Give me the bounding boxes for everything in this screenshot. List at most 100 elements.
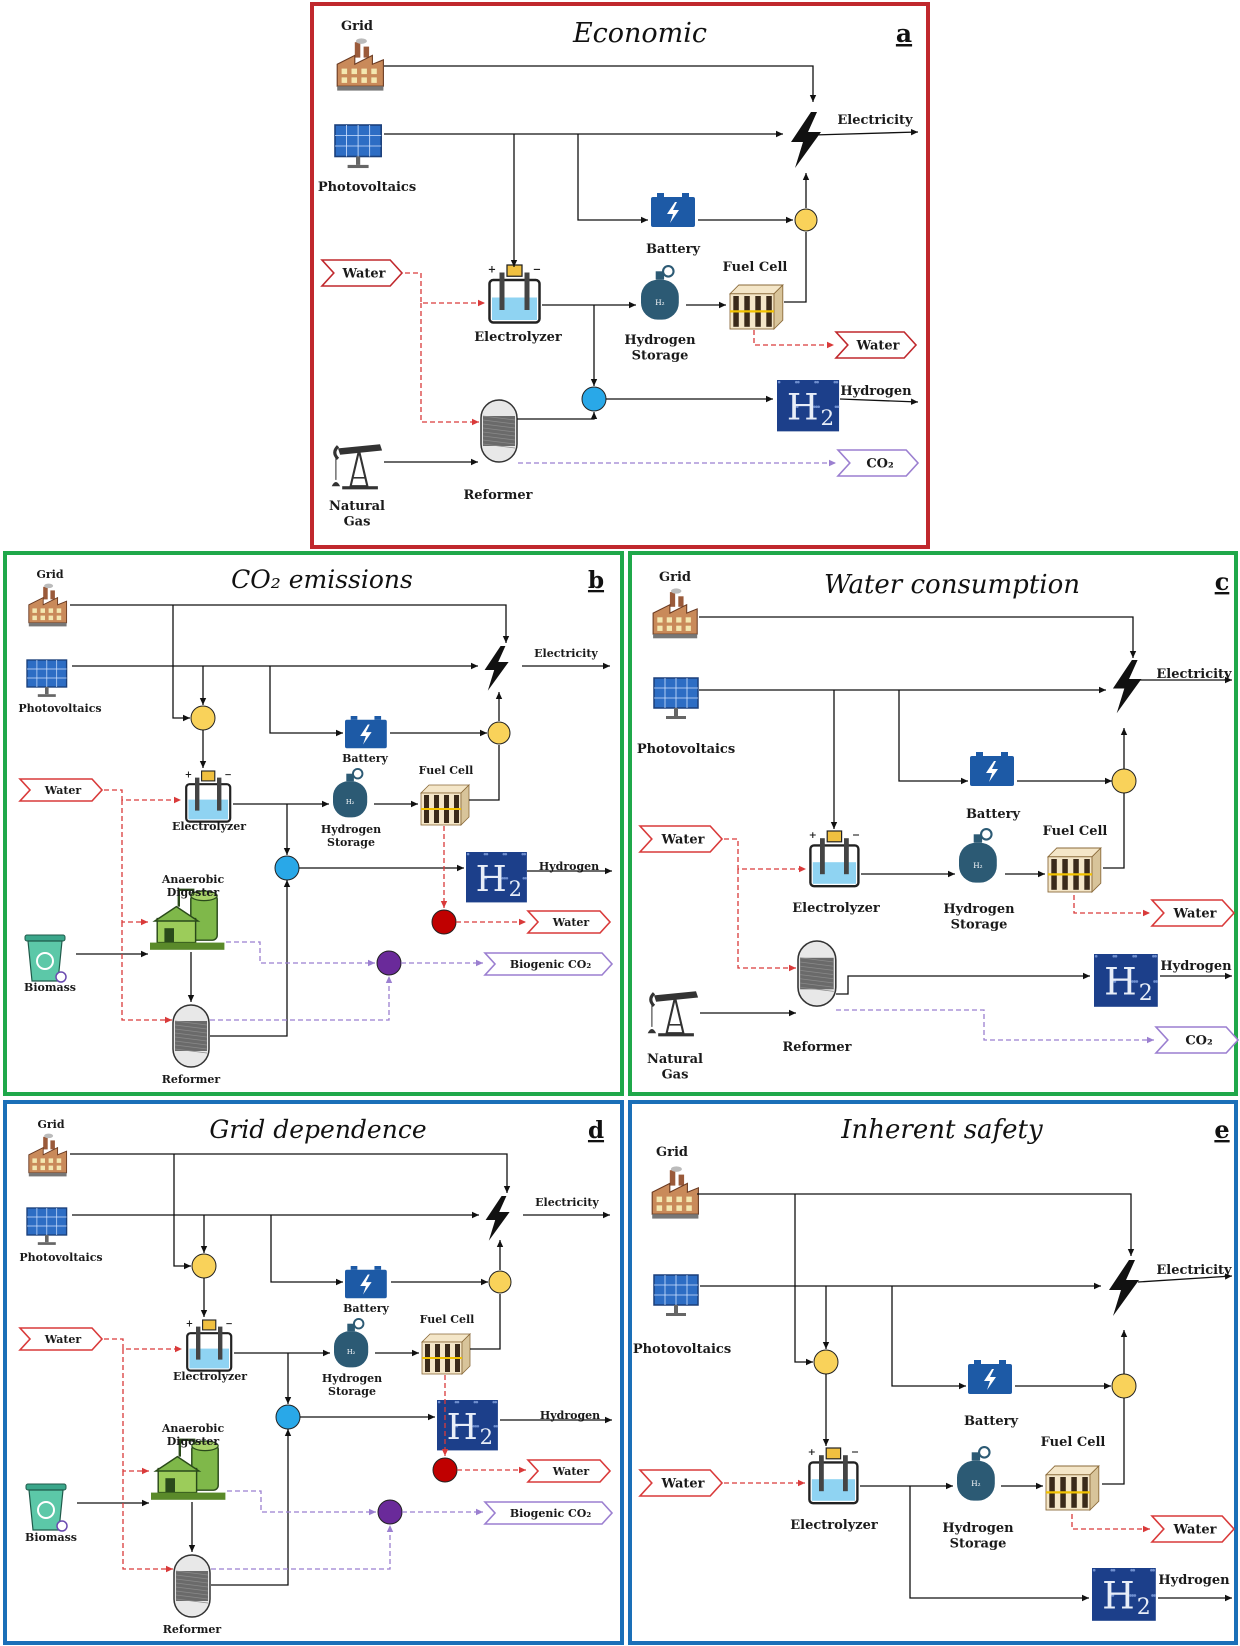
fuelcell-to-node [1102, 1398, 1125, 1485]
storage-label: Storage [327, 836, 375, 849]
battery-label: Battery [343, 1302, 389, 1315]
storage-label: Storage [951, 918, 1008, 933]
water-out-tag-label: Water [1172, 1523, 1216, 1538]
reformer-label: Reformer [162, 1073, 221, 1086]
grid-to-electricity [699, 616, 1137, 658]
h2-tile-text: H [447, 1407, 478, 1448]
solar-panel-icon [26, 1207, 68, 1245]
fuelcell-water-out [1071, 1514, 1150, 1533]
natgas-label: Gas [662, 1068, 689, 1083]
water-to-reformer [122, 1471, 173, 1573]
lightning-icon [485, 1196, 510, 1241]
water-in-tag-label: Water [341, 267, 385, 282]
panel-title: Economic [572, 18, 707, 49]
reformer-icon [172, 1004, 210, 1068]
water-out-tag: Water [1150, 899, 1236, 927]
panel-title: CO₂ emissions [231, 565, 413, 594]
grid-to-junction [173, 1154, 191, 1270]
minus-sign: − [851, 1447, 859, 1458]
hydrogen-label: Hydrogen [1160, 959, 1232, 974]
co2-tag-label: CO₂ [1185, 1034, 1212, 1049]
pv-to-battery [269, 666, 343, 737]
panel-title: Inherent safety [840, 1115, 1043, 1145]
grid-label: Grid [37, 1118, 64, 1131]
junction-yellow-elec [1111, 1373, 1137, 1399]
digester-label: Anaerobic [161, 873, 225, 886]
battery-icon [345, 1266, 387, 1299]
pv-to-battery [577, 134, 648, 224]
storage-label: Hydrogen [624, 333, 696, 348]
hydrogen-out [839, 398, 919, 405]
fuelcell-to-junction [784, 232, 807, 303]
lightning-icon [791, 112, 821, 168]
biogenic-co2-tag-label: Biogenic CO₂ [510, 958, 592, 971]
electrolyzer-label: Electrolyzer [790, 1518, 878, 1533]
water-out-tag-label: Water [855, 339, 899, 354]
fuelcell-water-out [753, 330, 834, 349]
fuelcell-label: Fuel Cell [1043, 824, 1108, 839]
h2-tile-sub: 2 [1139, 981, 1153, 1006]
pumpjack-icon [331, 444, 383, 490]
water-in-tag-label: Water [44, 784, 82, 797]
electrolyzer-label: Electrolyzer [173, 1370, 247, 1383]
hydrogen-label: Hydrogen [539, 860, 599, 873]
junction-yellow-elec [488, 1270, 512, 1294]
digester-label: Digester [167, 886, 220, 899]
storage-label: Hydrogen [942, 1521, 1014, 1536]
reformer-to-hydrogen [836, 972, 1090, 995]
grid-label: Grid [656, 1145, 688, 1160]
panel-border [310, 2, 930, 549]
junction-blue [274, 855, 300, 881]
biogenic-co2-tag: Biogenic CO₂ [483, 952, 614, 976]
panel-letter: d [588, 1117, 604, 1144]
reformer-to-node [211, 1429, 292, 1586]
storage-label: Storage [328, 1385, 376, 1398]
battery-icon [651, 193, 695, 227]
water-to-reformer [737, 869, 796, 972]
panel-letter: e [1214, 1115, 1229, 1144]
storage-label: Storage [950, 1537, 1007, 1552]
factory-icon [28, 1133, 68, 1177]
fuel-cell-icon [728, 283, 784, 331]
battery-icon [970, 752, 1014, 786]
tank-h2-text: H₂ [347, 1348, 356, 1356]
plus-sign: + [808, 1447, 816, 1458]
biomass-label: Biomass [24, 981, 76, 994]
reformer-icon [480, 399, 518, 463]
minus-sign: − [852, 830, 860, 841]
hydrogen-label: Hydrogen [840, 384, 912, 399]
junction-yellow [794, 208, 818, 232]
hydrogen-tank-icon: H₂ [333, 768, 368, 818]
factory-icon [28, 583, 68, 627]
h2-tile-sub: 2 [820, 406, 834, 431]
natgas-label: Natural [647, 1052, 703, 1067]
junction-purple [377, 1499, 403, 1525]
panel-border [628, 551, 1238, 1096]
water-in-tag-label: Water [660, 833, 704, 848]
h2-tile-sub: 2 [480, 1425, 493, 1449]
water-in-tag-label: Water [660, 1477, 704, 1492]
battery-icon [345, 716, 387, 749]
fuelcell-label: Fuel Cell [419, 764, 474, 777]
panel-title: Grid dependence [209, 1115, 426, 1144]
water-in-tag-label: Water [44, 1333, 82, 1346]
biomass-bin-icon [25, 1483, 68, 1532]
fuelcell-to-node [470, 1294, 501, 1350]
minus-sign: − [533, 265, 541, 276]
electrolyzer-icon: +− [488, 264, 541, 324]
water-to-digester [122, 1349, 149, 1475]
solar-panel-icon [334, 124, 382, 169]
junction-yellow [1111, 768, 1137, 794]
digester-label: Anaerobic [161, 1422, 225, 1435]
battery-icon [968, 1360, 1012, 1394]
water-out-tag: Water [526, 910, 612, 934]
pumpjack-icon [647, 991, 699, 1037]
